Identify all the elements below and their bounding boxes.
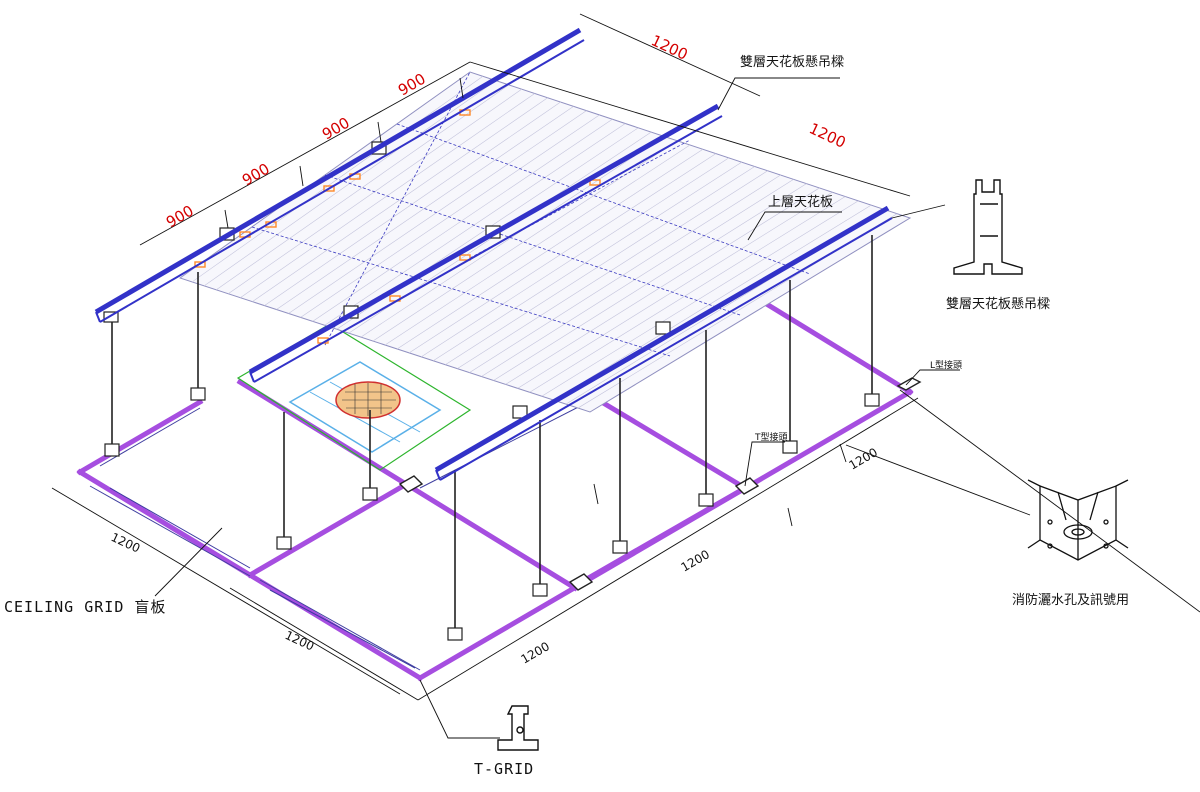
dim-lower-right-3: 1200 bbox=[847, 445, 880, 472]
panel-slat bbox=[300, 114, 600, 318]
panel-slat bbox=[481, 179, 794, 377]
dim-upper-right: 1200 bbox=[806, 119, 848, 151]
beam-section-profile bbox=[953, 179, 1023, 275]
label-upper-panel: 上層天花板 bbox=[768, 194, 833, 210]
panel-slat bbox=[288, 110, 587, 314]
dim-lower-left-2: 1200 bbox=[283, 628, 317, 654]
sprinkler-bracket-detail bbox=[1027, 479, 1129, 561]
dim-upper-3: 900 bbox=[319, 114, 353, 144]
sprinkler-hole-mesh bbox=[342, 383, 396, 416]
dim-lower-right-2: 1200 bbox=[679, 547, 712, 574]
leader-l-joint bbox=[905, 369, 960, 386]
label-ceiling-grid: CEILING GRID 盲板 bbox=[4, 598, 166, 616]
panel-slat bbox=[541, 200, 859, 397]
panel-slat bbox=[408, 153, 717, 354]
l-joint bbox=[896, 377, 922, 391]
panel-slat bbox=[324, 123, 626, 326]
leader-t-grid bbox=[419, 679, 500, 739]
panel-slat bbox=[216, 84, 509, 291]
leader-beam-top bbox=[717, 77, 840, 111]
dim-lower-right-1: 1200 bbox=[519, 639, 552, 666]
t-joint-1 bbox=[734, 477, 760, 495]
panel-slat bbox=[276, 106, 574, 310]
label-t-grid: T-GRID bbox=[474, 760, 534, 778]
dim-upper-4: 900 bbox=[395, 70, 429, 100]
panel-slat bbox=[396, 149, 704, 350]
panel-slat bbox=[252, 97, 548, 302]
label-sprinkler: 消防灑水孔及訊號用 bbox=[1012, 592, 1129, 608]
panel-slat bbox=[529, 196, 846, 393]
panel-slat bbox=[445, 166, 755, 365]
panel-slat bbox=[493, 183, 807, 381]
hanger-rods bbox=[111, 235, 873, 632]
label-beam-top: 雙層天花板懸吊樑 bbox=[740, 54, 844, 70]
leader-beam-section bbox=[891, 204, 946, 219]
panel-slat bbox=[240, 93, 535, 298]
grid-cross-rail-3 bbox=[574, 484, 749, 588]
dim-upper-2: 900 bbox=[239, 160, 273, 190]
upper-panel-slats bbox=[191, 76, 898, 409]
grid-joints bbox=[398, 377, 922, 591]
annotation-labels: 雙層天花板懸吊樑 上層天花板 雙層天花板懸吊樑 L型接頭 T型接頭 消防灑水孔及… bbox=[4, 54, 1129, 778]
grid-cross-rail-2 bbox=[246, 478, 414, 579]
grid-back-rail-2 bbox=[756, 296, 914, 396]
panel-slat bbox=[384, 144, 691, 346]
panel-slat bbox=[421, 157, 729, 358]
label-t-joint: T型接頭 bbox=[754, 431, 788, 443]
dim-upper-long: 1200 bbox=[648, 31, 690, 63]
beam-front bbox=[94, 27, 585, 323]
dimension-ticks bbox=[224, 77, 847, 527]
leader-sprinkler bbox=[845, 444, 1031, 516]
leader-ceiling-grid bbox=[154, 527, 223, 597]
panel-slat bbox=[469, 174, 781, 373]
grid-back-rail bbox=[591, 394, 749, 492]
label-beam-section: 雙層天花板懸吊樑 bbox=[946, 296, 1050, 312]
grid-cross-rail-1 bbox=[76, 398, 204, 476]
panel-slat bbox=[433, 161, 742, 362]
panel-slat bbox=[191, 76, 484, 283]
beam-back bbox=[434, 205, 893, 481]
label-l-joint: L型接頭 bbox=[930, 359, 962, 371]
panel-slat bbox=[264, 101, 561, 306]
t-joint-3 bbox=[398, 475, 424, 493]
panel-slat bbox=[505, 187, 820, 385]
t-joint-2 bbox=[568, 573, 594, 591]
beam-middle bbox=[248, 103, 723, 383]
suspension-beams bbox=[94, 27, 893, 481]
leader-upper-panel bbox=[747, 211, 842, 241]
dimension-lines bbox=[51, 13, 1200, 701]
panel-slat bbox=[312, 118, 613, 322]
dim-upper-1: 900 bbox=[163, 202, 197, 232]
panel-slat bbox=[553, 204, 872, 401]
ceiling-grid-blind-panel bbox=[109, 487, 416, 669]
leader-t-joint bbox=[744, 441, 785, 487]
panel-slat bbox=[457, 170, 768, 369]
leader-lines bbox=[154, 77, 1031, 739]
t-grid-section-profile bbox=[497, 705, 539, 751]
dim-lower-left-1: 1200 bbox=[109, 530, 143, 556]
panel-slat bbox=[360, 136, 665, 338]
panel-slat bbox=[517, 191, 833, 389]
